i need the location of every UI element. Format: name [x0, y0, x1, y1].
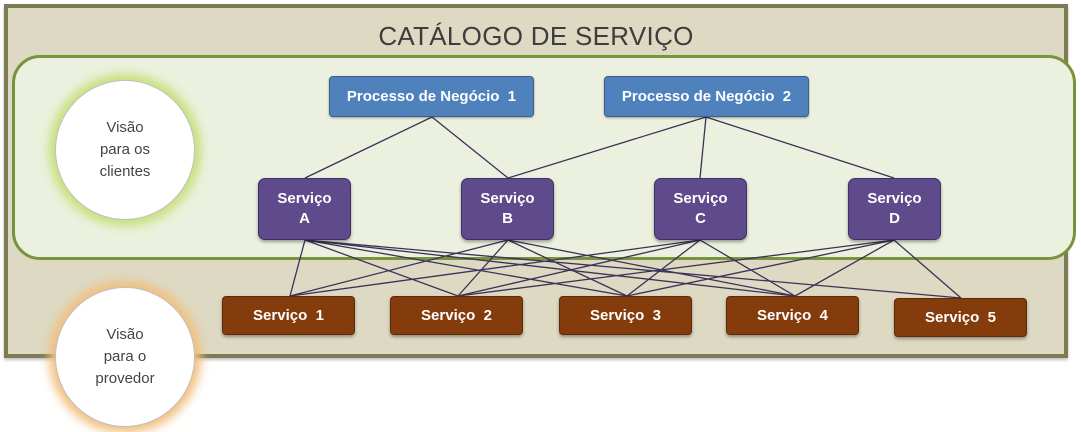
- business-service-d[interactable]: Serviço D: [848, 178, 941, 240]
- client-view-circle: Visão para os clientes: [55, 80, 195, 220]
- business-process-1[interactable]: Processo de Negócio 1: [329, 76, 534, 117]
- client-view-label: Visão para os clientes: [99, 119, 151, 180]
- catalog-title: CATÁLOGO DE SERVIÇO: [378, 21, 694, 51]
- component-service-3[interactable]: Serviço 3: [559, 296, 692, 335]
- business-service-c[interactable]: Serviço C: [654, 178, 747, 240]
- component-service-5[interactable]: Serviço 5: [894, 298, 1027, 337]
- component-service-1[interactable]: Serviço 1: [222, 296, 355, 335]
- business-process-2[interactable]: Processo de Negócio 2: [604, 76, 809, 117]
- component-service-4[interactable]: Serviço 4: [726, 296, 859, 335]
- business-service-a[interactable]: Serviço A: [258, 178, 351, 240]
- provider-view-circle: Visão para o provedor: [55, 287, 195, 427]
- business-service-b[interactable]: Serviço B: [461, 178, 554, 240]
- component-service-2[interactable]: Serviço 2: [390, 296, 523, 335]
- provider-view-label: Visão para o provedor: [95, 326, 155, 387]
